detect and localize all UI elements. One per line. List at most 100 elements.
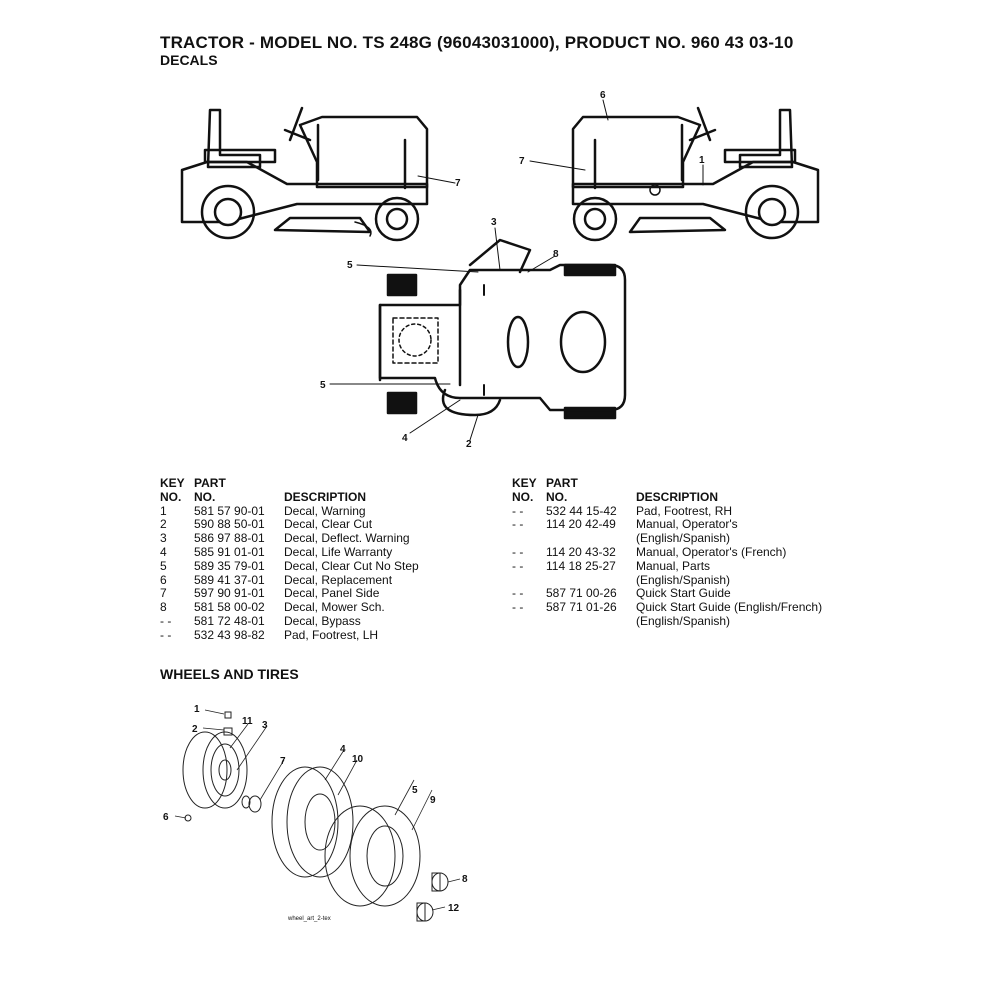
wheel-callout-2: 2: [192, 724, 198, 735]
part-number-cell: 589 35 79-01: [194, 558, 265, 573]
part-number-cell: 597 90 91-01: [194, 586, 265, 601]
key-cell: 8: [160, 600, 167, 615]
header-key-no: NO.: [512, 489, 534, 504]
part-number-cell: 586 97 88-01: [194, 531, 265, 546]
callout-5: 5: [320, 380, 326, 391]
rear-tire: [324, 805, 421, 907]
description-cell: Decal, Panel Side: [284, 586, 380, 601]
header-key: KEY: [512, 476, 537, 490]
callout-6: 6: [600, 90, 606, 101]
table-row: - - 581 72 48-01 Decal, Bypass: [160, 613, 470, 629]
description-cell: Manual, Operator's (French): [636, 544, 787, 559]
description-cell: Pad, Footrest, RH: [636, 503, 733, 518]
description-cell: Decal, Clear Cut: [284, 517, 373, 532]
table-row: - - 587 71 01-26 Quick Start Guide (Englis…: [512, 600, 842, 615]
front-tire: [271, 766, 354, 878]
wheel-callout-6: 6: [163, 812, 169, 823]
tractor-side-view-right: [571, 106, 820, 242]
header-description: DESCRIPTION: [636, 489, 719, 504]
description-cell: Manual, Parts: [636, 558, 711, 573]
callout-5: 5: [347, 260, 353, 271]
fitting-part: [223, 727, 233, 736]
key-cell: - -: [512, 544, 524, 559]
part-number-cell: 581 57 90-01: [194, 503, 265, 518]
art-label: wheel_art_2-tex: [287, 916, 331, 922]
table-row: (English/Spanish): [512, 572, 842, 588]
key-cell: 4: [160, 544, 167, 559]
table-row: 1 581 57 90-01 Decal, Warning: [160, 503, 470, 519]
table-row: (English/Spanish): [512, 531, 842, 546]
description-cell: Decal, Deflect. Warning: [284, 531, 410, 546]
part-number-cell: 587 71 01-26: [546, 600, 617, 615]
key-cell: - -: [512, 586, 524, 601]
fitting-part: [224, 711, 232, 719]
part-number-cell: 581 72 48-01: [194, 613, 265, 628]
section-title-decals: DECALS: [160, 52, 218, 68]
part-number-cell: 590 88 50-01: [194, 517, 265, 532]
description-cell: Decal, Replacement: [284, 572, 393, 587]
key-cell: - -: [512, 600, 524, 615]
wheels-tires-diagram: 1 2 11 3 7 4 10 5 9 6 8 12 wheel_art_2-t…: [163, 704, 468, 922]
wheel-callout-9: 9: [430, 795, 436, 806]
description-cell: (English/Spanish): [636, 572, 731, 587]
description-cell: Decal, Warning: [284, 503, 366, 518]
callout-4: 4: [402, 433, 408, 444]
key-cell: - -: [512, 517, 524, 532]
wheel-callout-10: 10: [352, 754, 364, 765]
wheel-callout-5: 5: [412, 785, 418, 796]
key-cell: - -: [160, 613, 172, 628]
table-row: - - 114 20 43-32 Manual, Operator's (Frenc…: [512, 544, 842, 560]
callout-3: 3: [491, 217, 497, 228]
wheel-callout-7: 7: [280, 756, 286, 767]
description-cell: Pad, Footrest, LH: [284, 627, 379, 642]
header-part: PART: [546, 476, 578, 490]
header-part-no: NO.: [546, 489, 568, 504]
table-row: 6 589 41 37-01 Decal, Replacement: [160, 572, 470, 588]
decals-diagram: 7 7 6 1 3 5 8 5 4 2: [180, 90, 820, 450]
description-cell: Quick Start Guide: [636, 586, 731, 601]
key-cell: 7: [160, 586, 167, 601]
header-part-no: NO.: [194, 489, 216, 504]
key-cell: 3: [160, 531, 167, 546]
table-row: 3 586 97 88-01 Decal, Deflect. Warning: [160, 531, 470, 546]
description-cell: (English/Spanish): [636, 613, 731, 628]
callout-7: 7: [455, 178, 461, 189]
part-number-cell: 532 43 98-82: [194, 627, 265, 642]
part-number-cell: 114 18 25-27: [546, 558, 616, 573]
callout-leaders: [329, 99, 704, 441]
part-number-cell: 589 41 37-01: [194, 572, 265, 587]
header-key: KEY: [160, 476, 185, 490]
tractor-side-view-left: [180, 106, 429, 242]
header-key-no: NO.: [160, 489, 182, 504]
part-number-cell: 585 91 01-01: [194, 544, 265, 559]
callout-8: 8: [553, 249, 559, 260]
callout-2: 2: [466, 439, 472, 450]
description-cell: Quick Start Guide (English/French): [636, 600, 823, 615]
wheel-rim: [182, 731, 248, 809]
parts-table-right: KEY PART NO. NO. DESCRIPTION - -532 44 15-4…: [512, 476, 842, 629]
wheel-callout-1: 1: [194, 704, 200, 715]
key-cell: 6: [160, 572, 167, 587]
bushing: [431, 872, 449, 892]
part-number-cell: 114 20 43-32: [546, 544, 616, 559]
table-row: (English/Spanish): [512, 613, 842, 629]
table-row: 7 597 90 91-01 Decal, Panel Side: [160, 587, 470, 601]
key-cell: 1: [160, 503, 167, 518]
section-title-wheels: WHEELS AND TIRES: [160, 666, 299, 682]
description-cell: Decal, Mower Sch.: [284, 600, 385, 615]
callout-1: 1: [699, 155, 705, 166]
callout-7: 7: [519, 156, 525, 167]
wheel-callout-4: 4: [340, 744, 346, 755]
description-cell: Decal, Bypass: [284, 613, 361, 628]
bushing: [416, 902, 434, 922]
